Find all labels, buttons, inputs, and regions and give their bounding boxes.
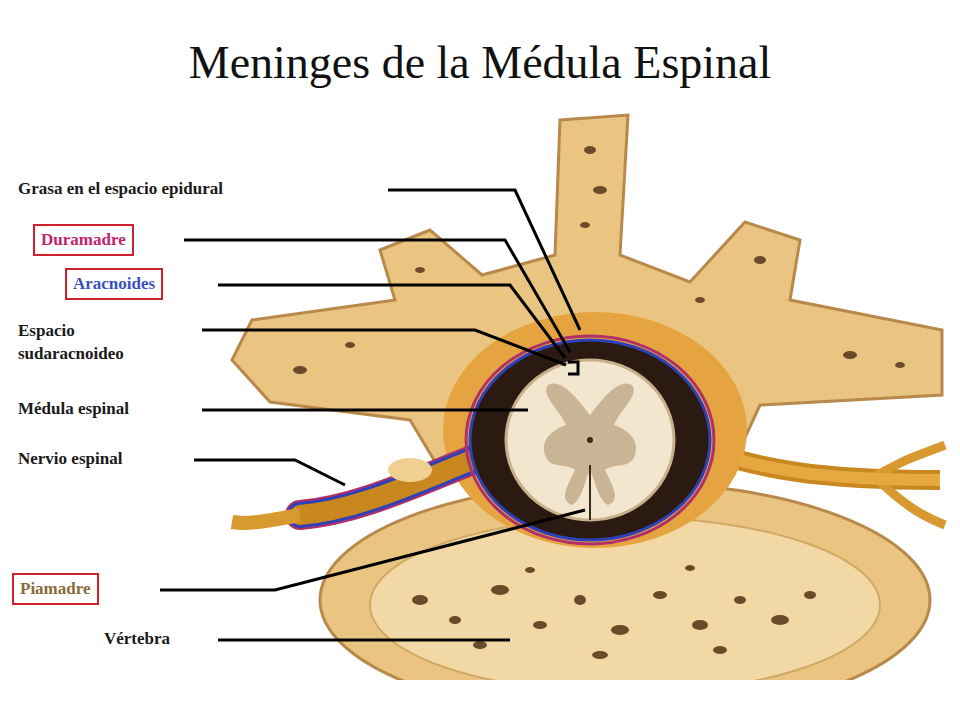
label-box: Piamadre [12, 573, 99, 605]
spinal-ganglion [388, 458, 432, 482]
dura-line [466, 336, 714, 544]
spinal-cord [506, 360, 674, 520]
subarachnoid-space [470, 340, 710, 540]
epidural-fat [443, 312, 747, 548]
part-name: Duramadre [41, 229, 126, 251]
diagram-title: Meninges de la Médula Espinal [0, 38, 960, 89]
part-label: Nervio espinal [18, 448, 122, 471]
part-name: Aracnoides [73, 273, 155, 295]
label-box: Aracnoides [65, 268, 163, 300]
part-name: Piamadre [20, 578, 91, 600]
part-label: Grasa en el espacio epidural [18, 178, 223, 201]
part-label: Vértebra [104, 628, 170, 651]
bone-pores [412, 565, 816, 659]
part-label: Espacio sudaracnoideo [18, 320, 158, 366]
part-label: Médula espinal [18, 398, 129, 421]
leader-lines [160, 190, 585, 640]
label-box: Duramadre [33, 224, 134, 256]
dural-sleeve [300, 455, 485, 515]
